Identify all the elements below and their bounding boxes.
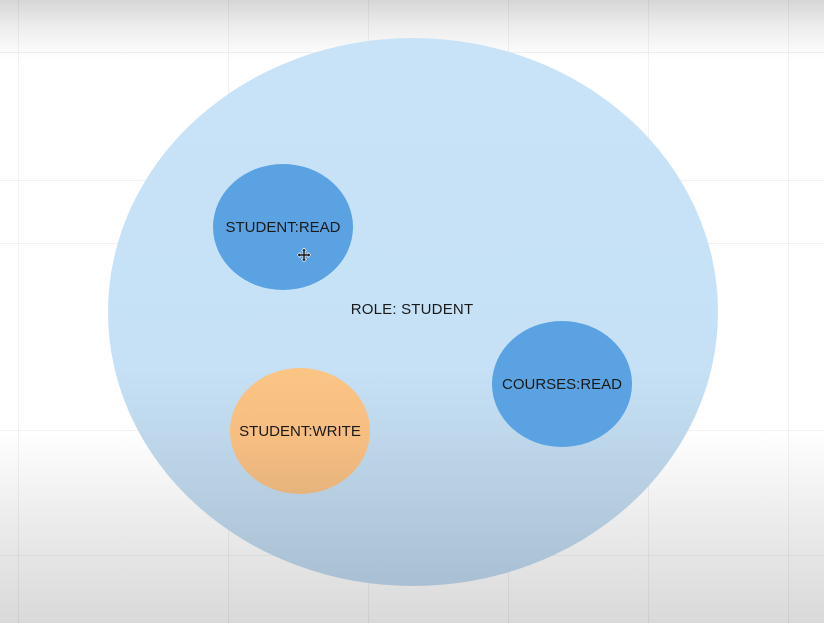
permission-label: STUDENT:WRITE xyxy=(239,422,361,440)
permission-student-write-ellipse[interactable]: STUDENT:WRITE xyxy=(230,368,370,494)
role-student-ellipse[interactable] xyxy=(108,38,718,586)
grid-line xyxy=(18,0,19,623)
move-cursor-icon xyxy=(297,248,311,262)
permission-student-read-ellipse[interactable]: STUDENT:READ xyxy=(213,164,353,290)
grid-line xyxy=(788,0,789,623)
permission-courses-read-ellipse[interactable]: COURSES:READ xyxy=(492,321,632,447)
permission-label: COURSES:READ xyxy=(501,375,623,393)
permission-label: STUDENT:READ xyxy=(225,218,341,236)
role-label: ROLE: STUDENT xyxy=(350,301,474,318)
